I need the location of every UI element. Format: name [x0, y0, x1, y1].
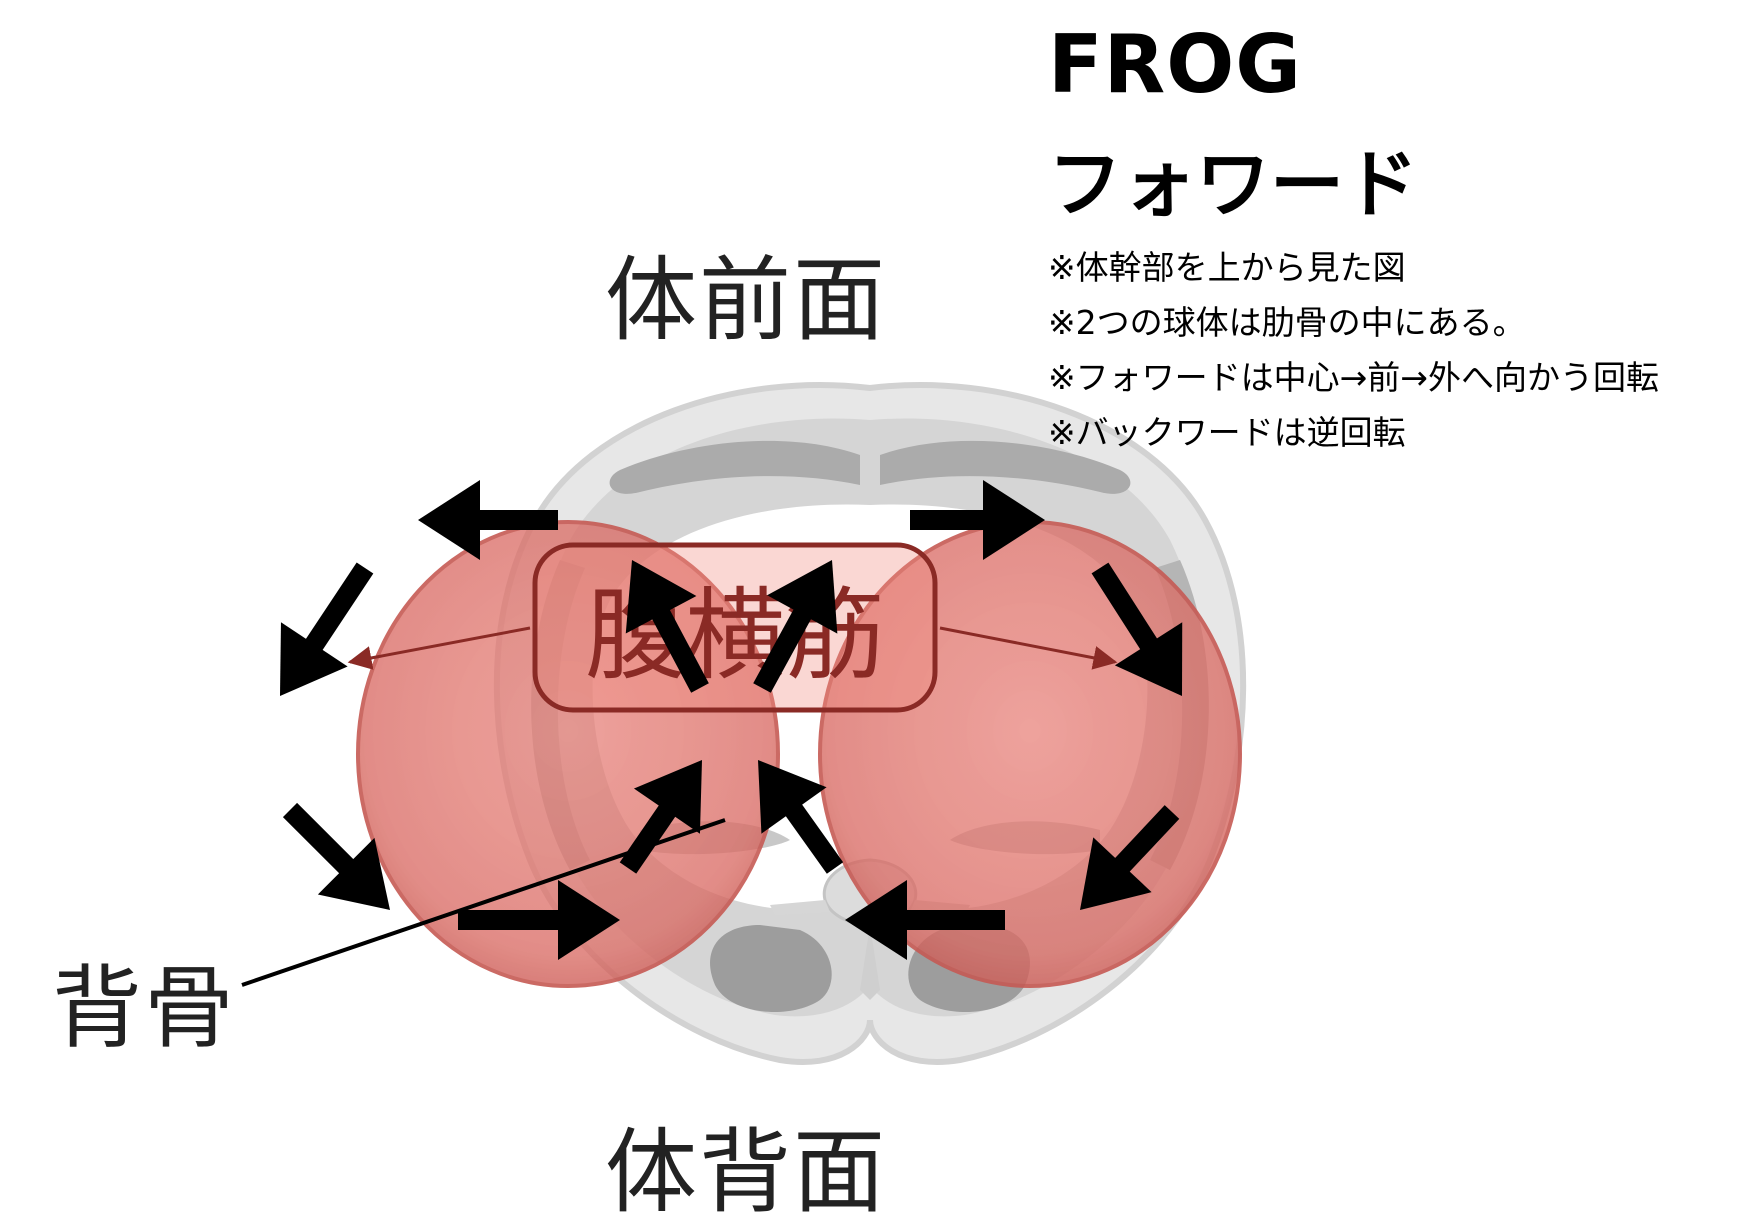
rotation-arrow [1080, 805, 1180, 910]
note-item: ※バックワードは逆回転 [1048, 413, 1406, 452]
rotation-arrow-head [758, 760, 827, 834]
rotation-arrow-head [1114, 622, 1183, 696]
rotation-arrow [619, 760, 702, 874]
rotation-arrow-head [767, 560, 838, 634]
front-muscle-band [609, 440, 1131, 494]
rotation-arrow [625, 560, 709, 693]
rotation-arrow [910, 480, 1045, 560]
diagram-title: FROG [1048, 18, 1302, 111]
rotation-arrows [280, 480, 1183, 960]
rotation-arrow [1091, 562, 1183, 696]
rotation-arrow [753, 560, 838, 693]
note-item: ※体幹部を上から見た図 [1048, 248, 1406, 287]
rotation-arrow [280, 562, 374, 696]
rotation-arrow-head [317, 837, 390, 910]
rotation-arrow [758, 760, 844, 874]
rotation-arrow-head [558, 880, 620, 960]
spine-label: 背骨 [52, 956, 236, 1061]
rotation-arrow-shaft [650, 606, 709, 693]
rotation-arrow [845, 880, 1005, 960]
rotation-arrow-shaft [1091, 562, 1160, 653]
rotation-arrow-shaft [303, 562, 374, 654]
rotation-arrow-shaft [753, 606, 813, 693]
rotation-arrow-head [280, 622, 348, 696]
rotation-arrow-shaft [1112, 805, 1180, 875]
rotation-arrow [458, 880, 620, 960]
rotation-arrow [282, 802, 390, 910]
front-side-label: 体前面 [605, 247, 888, 354]
rotation-arrow [418, 480, 558, 560]
rotation-arrow-shaft [783, 801, 844, 874]
rotation-arrow-shaft [619, 802, 678, 874]
note-item: ※フォワードは中心→前→外へ向かう回転 [1048, 358, 1659, 397]
note-item: ※2つの球体は肋骨の中にある。 [1048, 303, 1526, 342]
rotation-arrow-head [418, 480, 480, 560]
rotation-arrow-head [633, 760, 702, 834]
back-side-label: 体背面 [605, 1119, 888, 1226]
notes-list: ※体幹部を上から見た図 ※2つの球体は肋骨の中にある。 ※フォワードは中心→前→… [1048, 240, 1659, 460]
muscle-pointer-left [347, 626, 531, 670]
rotation-arrow-head [983, 480, 1045, 560]
rotation-arrow-shaft [282, 802, 357, 877]
rotation-arrow-head [845, 880, 907, 960]
rotation-arrow-head [1080, 837, 1152, 910]
diagram-subtitle: フォワード [1048, 142, 1418, 228]
rotation-arrow-head [625, 560, 697, 634]
muscle-pointer-right [939, 626, 1118, 670]
